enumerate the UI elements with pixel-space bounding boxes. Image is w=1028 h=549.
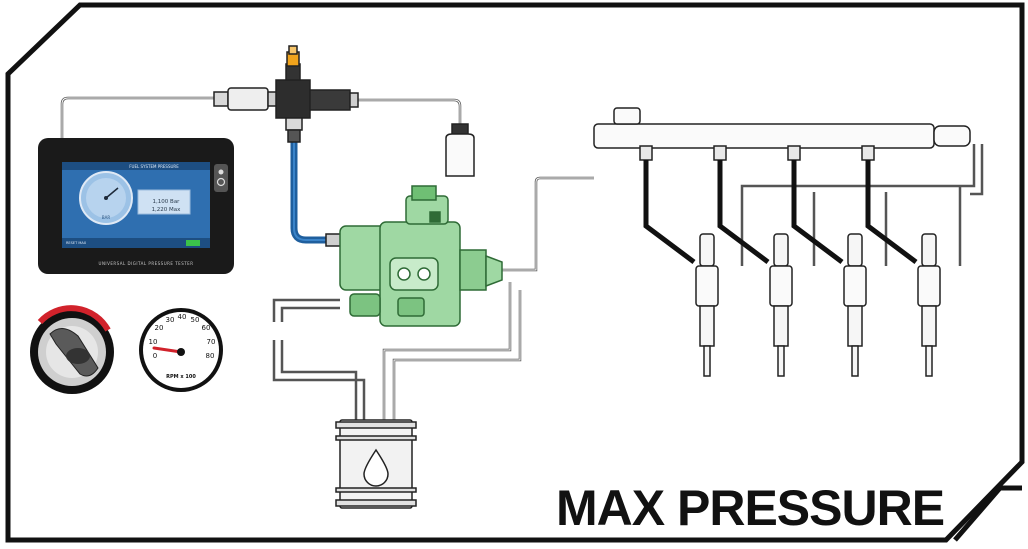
gray-lines-inner xyxy=(61,97,594,420)
hp-pump xyxy=(325,185,503,327)
tablet-readings: 1,100 Bar 1,220 Max xyxy=(142,198,190,214)
bleed-bottle xyxy=(445,123,475,177)
ignition-switch xyxy=(30,305,114,394)
tach-tick-60: 60 xyxy=(201,324,211,332)
tablet-gauge-unit: BAR xyxy=(101,215,111,220)
blue-hose xyxy=(290,136,330,244)
common-rail xyxy=(593,107,971,149)
tach-tick-70: 70 xyxy=(206,338,216,346)
title-slash xyxy=(953,485,1022,542)
tach-tick-80: 80 xyxy=(205,352,215,360)
reading-max: 1,220 Max xyxy=(151,207,181,213)
injector-1 xyxy=(639,145,719,377)
tach-tick-30: 30 xyxy=(165,316,175,324)
tablet-footer[interactable]: RESET MAX xyxy=(66,241,87,245)
tach-tick-50: 50 xyxy=(190,316,200,324)
reading-current: 1,100 Bar xyxy=(152,199,180,205)
tach-label: RPM x 100 xyxy=(166,374,196,380)
tach-tick-10: 10 xyxy=(148,338,158,346)
tach-tick-0: 0 xyxy=(152,352,158,360)
injector-4 xyxy=(861,145,941,377)
injector-3 xyxy=(787,145,867,377)
test-fitting xyxy=(213,45,359,143)
tablet-window-title: FUEL SYSTEM PRESSURE xyxy=(129,164,179,169)
injectors xyxy=(639,145,941,377)
frame-border xyxy=(5,2,1025,543)
tach-tick-20: 20 xyxy=(154,324,164,332)
tablet-brand: UNIVERSAL DIGITAL PRESSURE TESTER xyxy=(98,261,194,266)
page-title: MAX PRESSURE xyxy=(556,480,945,536)
fuel-tank xyxy=(335,419,417,509)
tach-tick-40: 40 xyxy=(177,313,187,321)
injector-2 xyxy=(713,145,793,377)
tachometer xyxy=(139,308,223,392)
tablet-device xyxy=(38,138,234,274)
